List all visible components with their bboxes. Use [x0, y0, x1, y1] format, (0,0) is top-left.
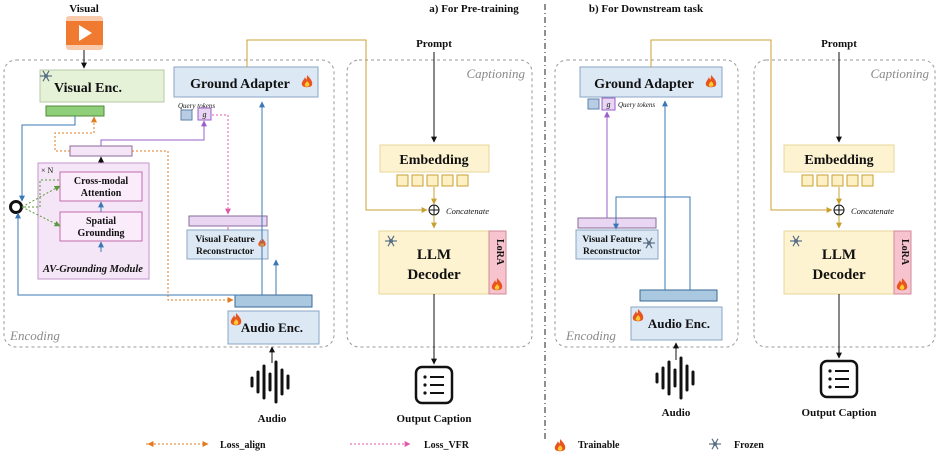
llm-label-2: Decoder	[407, 267, 461, 283]
spatial-label-2: Grounding	[77, 228, 124, 239]
ground-adapter-label-b: Ground Adapter	[594, 77, 694, 92]
visual-enc-label: Visual Enc.	[54, 81, 122, 96]
vfr-output-bar	[188, 215, 268, 227]
pretrain-title: a) For Pre-training	[429, 3, 519, 15]
llm-label-1: LLM	[417, 247, 451, 263]
embedding-label-b: Embedding	[804, 153, 873, 168]
encoding-region-a	[3, 59, 335, 348]
g-token	[197, 107, 212, 121]
pooling-node	[9, 200, 23, 214]
audio-feature-bar-b	[639, 289, 718, 302]
concatenate-label: Concatenate	[446, 206, 489, 216]
ground-adapter-label: Ground Adapter	[190, 77, 290, 92]
prompt-label: Prompt	[416, 38, 452, 50]
query-tokens-label: Query tokens	[178, 102, 215, 110]
cross-modal-label-1: Cross-modal	[74, 176, 128, 187]
audio-encoder-box-b	[630, 306, 723, 341]
vfr-box-b	[575, 229, 659, 260]
vfr-label-1-b: Visual Feature	[582, 235, 641, 245]
audio-input-label-b: Audio	[662, 407, 691, 419]
legend-loss-vfr: Loss_VFR	[424, 440, 470, 451]
av-grounding-label: AV-Grounding Module	[42, 264, 143, 275]
downstream-title: b) For Downstream task	[589, 3, 704, 15]
concatenate-label-b: Concatenate	[851, 206, 894, 216]
output-caption-label: Output Caption	[397, 413, 472, 425]
audio-enc-label: Audio Enc.	[241, 320, 303, 335]
grounded-feature-bar	[69, 145, 133, 157]
lora-box-b	[893, 230, 912, 295]
llm-label-1-b: LLM	[822, 247, 856, 263]
query-token-b	[587, 98, 600, 110]
audio-enc-label-b: Audio Enc.	[648, 316, 710, 331]
vfr-output-bar-b	[577, 217, 657, 229]
repeat-count: × N	[41, 166, 54, 175]
lora-label: LoRA	[494, 239, 505, 266]
g-token-b	[601, 97, 616, 111]
ground-adapter-box	[173, 66, 319, 98]
embedding-tokens-b	[801, 174, 874, 187]
embedding-box-b	[783, 144, 895, 173]
vfr-label-1: Visual Feature	[195, 235, 254, 245]
query-tokens-label-b: Query tokens	[618, 101, 655, 109]
query-token	[180, 109, 193, 121]
captioning-label-a: Captioning	[466, 66, 525, 81]
trainable-icon	[554, 439, 566, 452]
spatial-label-1: Spatial	[86, 216, 116, 227]
visual-encoder-box	[39, 69, 165, 103]
spatial-grounding-box	[59, 211, 143, 242]
output-caption-label-b: Output Caption	[802, 407, 877, 419]
encoding-region-b	[554, 59, 739, 348]
captioning-region-b	[753, 59, 936, 348]
embedding-label: Embedding	[399, 153, 468, 168]
legend-frozen: Frozen	[734, 440, 764, 451]
cross-modal-label-2: Attention	[81, 188, 122, 199]
prompt-label-b: Prompt	[821, 38, 857, 50]
ground-adapter-box-b	[579, 66, 723, 98]
lora-box	[488, 230, 507, 295]
captioning-label-b: Captioning	[870, 66, 929, 81]
audio-wave-icon	[250, 360, 290, 404]
audio-wave-icon	[655, 356, 695, 400]
audio-input-label: Audio	[258, 413, 287, 425]
legend-loss-align: Loss_align	[220, 440, 266, 451]
vfr-label-2: Reconstructor	[196, 247, 255, 257]
embedding-tokens	[396, 174, 469, 187]
visual-feature-bar	[45, 105, 105, 117]
llm-decoder-box	[378, 230, 490, 295]
g-token-label: g	[203, 110, 207, 119]
document-icon	[414, 365, 454, 405]
encoding-label-a: Encoding	[9, 328, 60, 343]
vfr-label-2-b: Reconstructor	[583, 247, 642, 257]
lora-label-b: LoRA	[899, 239, 910, 266]
video-icon	[66, 16, 103, 50]
legend-trainable: Trainable	[578, 440, 620, 451]
document-icon	[819, 359, 859, 399]
frozen-icon	[708, 438, 722, 450]
captioning-region-a	[346, 59, 533, 348]
llm-label-2-b: Decoder	[812, 267, 866, 283]
encoding-label-b: Encoding	[565, 328, 616, 343]
embedding-box	[379, 144, 490, 173]
audio-feature-bar	[234, 294, 313, 308]
g-token-label-b: g	[607, 100, 611, 109]
visual-input-label: Visual	[69, 3, 99, 15]
audio-encoder-box	[227, 310, 320, 345]
